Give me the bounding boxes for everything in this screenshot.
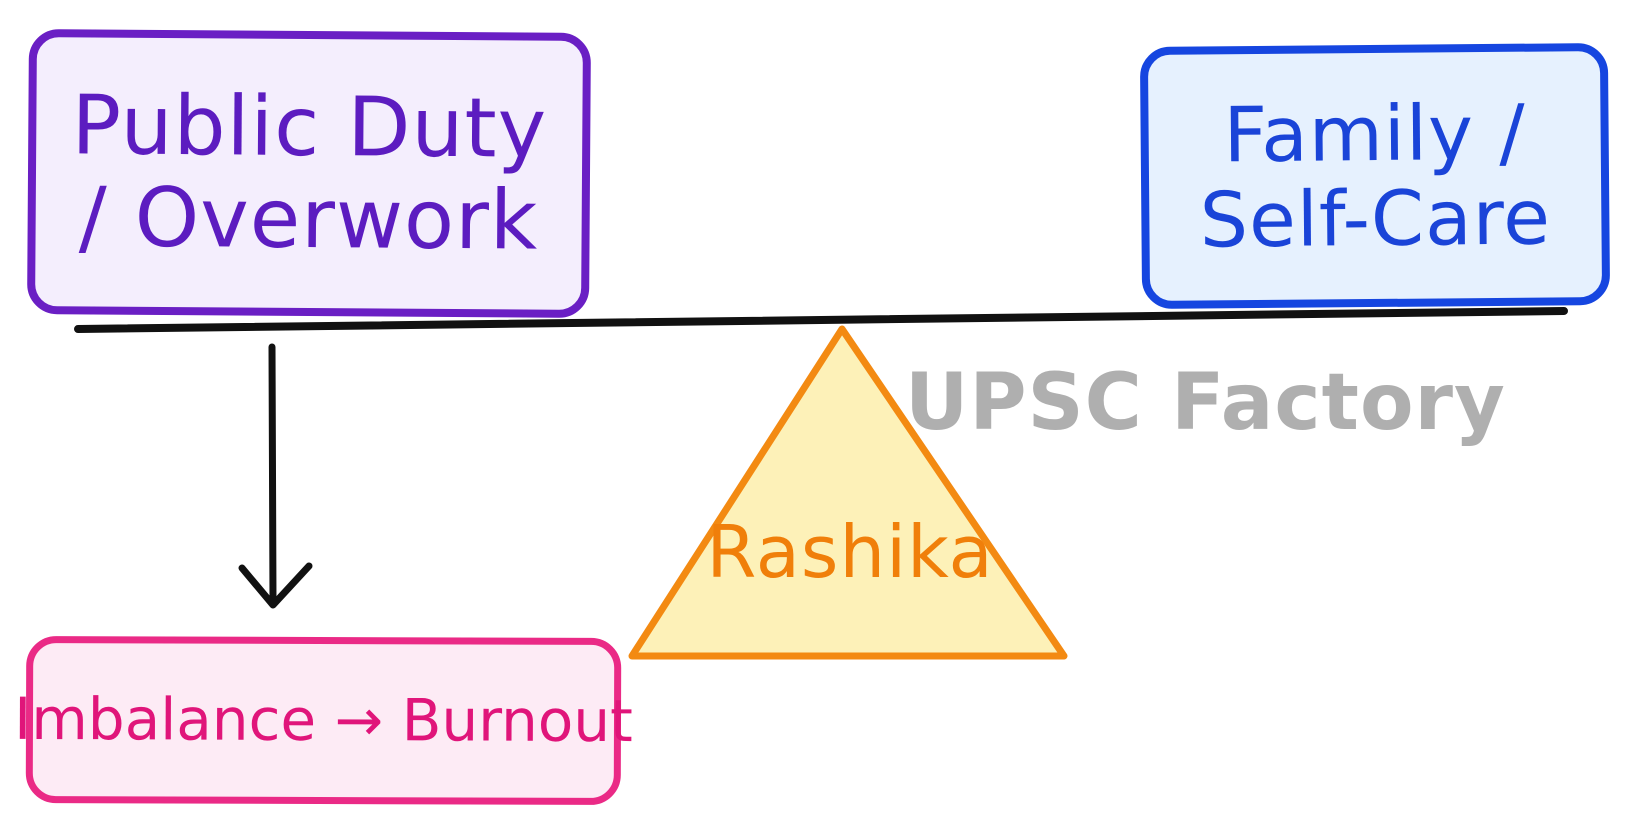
family-label: Family / Self-Care xyxy=(1199,87,1552,265)
pivot-label: Rashika xyxy=(706,510,994,594)
seesaw-beam xyxy=(74,307,1568,333)
public-duty-label: Public Duty / Overwork xyxy=(71,78,548,269)
burnout-box: Imbalance → Burnout xyxy=(14,635,633,806)
arrow-to-burnout xyxy=(268,343,277,606)
burnout-label: Imbalance → Burnout xyxy=(14,684,633,756)
arrow-head xyxy=(238,562,313,609)
pivot-triangle xyxy=(628,325,1068,660)
family-box: Family / Self-Care xyxy=(1139,42,1611,310)
public-duty-box: Public Duty / Overwork xyxy=(27,29,591,318)
watermark-text: UPSC Factory xyxy=(905,358,1506,448)
